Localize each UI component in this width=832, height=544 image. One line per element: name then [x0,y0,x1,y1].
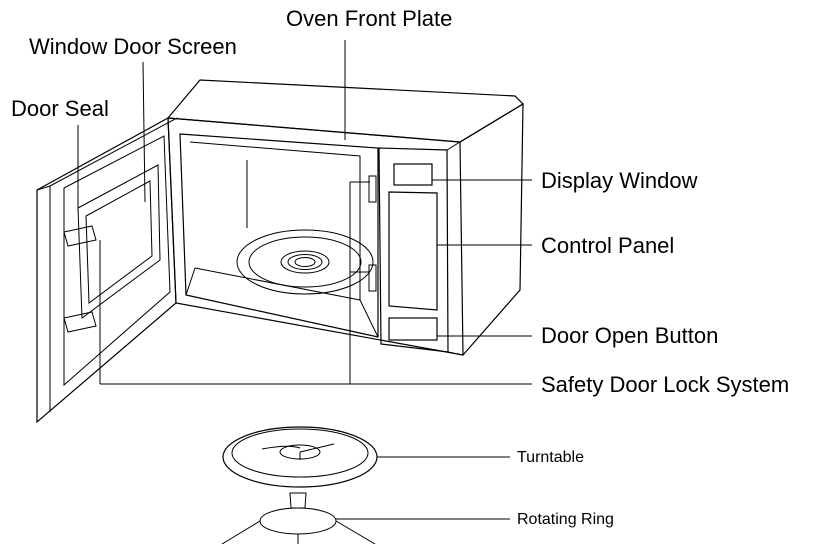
oven-side [459,102,524,356]
rotating-ring [221,492,376,544]
cavity-back-wall [189,141,361,301]
inner-turntable-rim [248,236,362,288]
turntable-tray [222,426,378,488]
leader-window-door-screen [142,61,146,203]
cavity-floor-edge [185,267,196,296]
door-hook-upper [63,225,97,247]
control-panel-edge-bottom [447,351,464,356]
ring-center-post [289,492,307,509]
inner-turntable-center [294,257,316,267]
label-door-open-button: Door Open Button [541,323,719,348]
turntable-hub-marks [261,443,335,460]
control-keypad-panel [388,191,438,311]
ring-arms [221,520,376,544]
door-open-button-shape [388,317,438,341]
label-control-panel: Control Panel [541,233,675,258]
turntable-rim [231,428,369,478]
window-screen-inner [85,180,153,304]
display-window-screen [393,163,433,186]
label-oven-front-plate: Oven Front Plate [286,6,453,31]
door-outer [36,117,177,424]
door-latch-slot-lower [368,264,377,292]
door-top-edge [36,117,178,191]
label-turntable: Turntable [517,449,584,466]
window-screen-outer [77,164,161,319]
label-display-window: Display Window [541,168,698,193]
oven-front-outline [167,117,464,356]
label-rotating-ring: Rotating Ring [517,511,614,528]
inner-turntable-hub-inner [287,254,323,270]
oven-body [166,79,524,356]
oven-door [36,117,178,424]
label-door-seal: Door Seal [11,96,109,121]
oven-cavity [179,133,379,338]
inner-turntable-plate [236,229,374,295]
label-window-door-screen: Window Door Screen [29,34,237,59]
control-panel-edge-top [446,141,461,151]
cavity-floor-edge-right [359,299,379,338]
door-hook-lower [63,311,97,333]
door-latch-slot-upper [368,175,377,203]
inner-turntable-hub [280,250,330,274]
label-safety-door-lock-system: Safety Door Lock System [541,372,790,397]
ring-body [259,507,337,535]
leader-lines [77,40,532,520]
